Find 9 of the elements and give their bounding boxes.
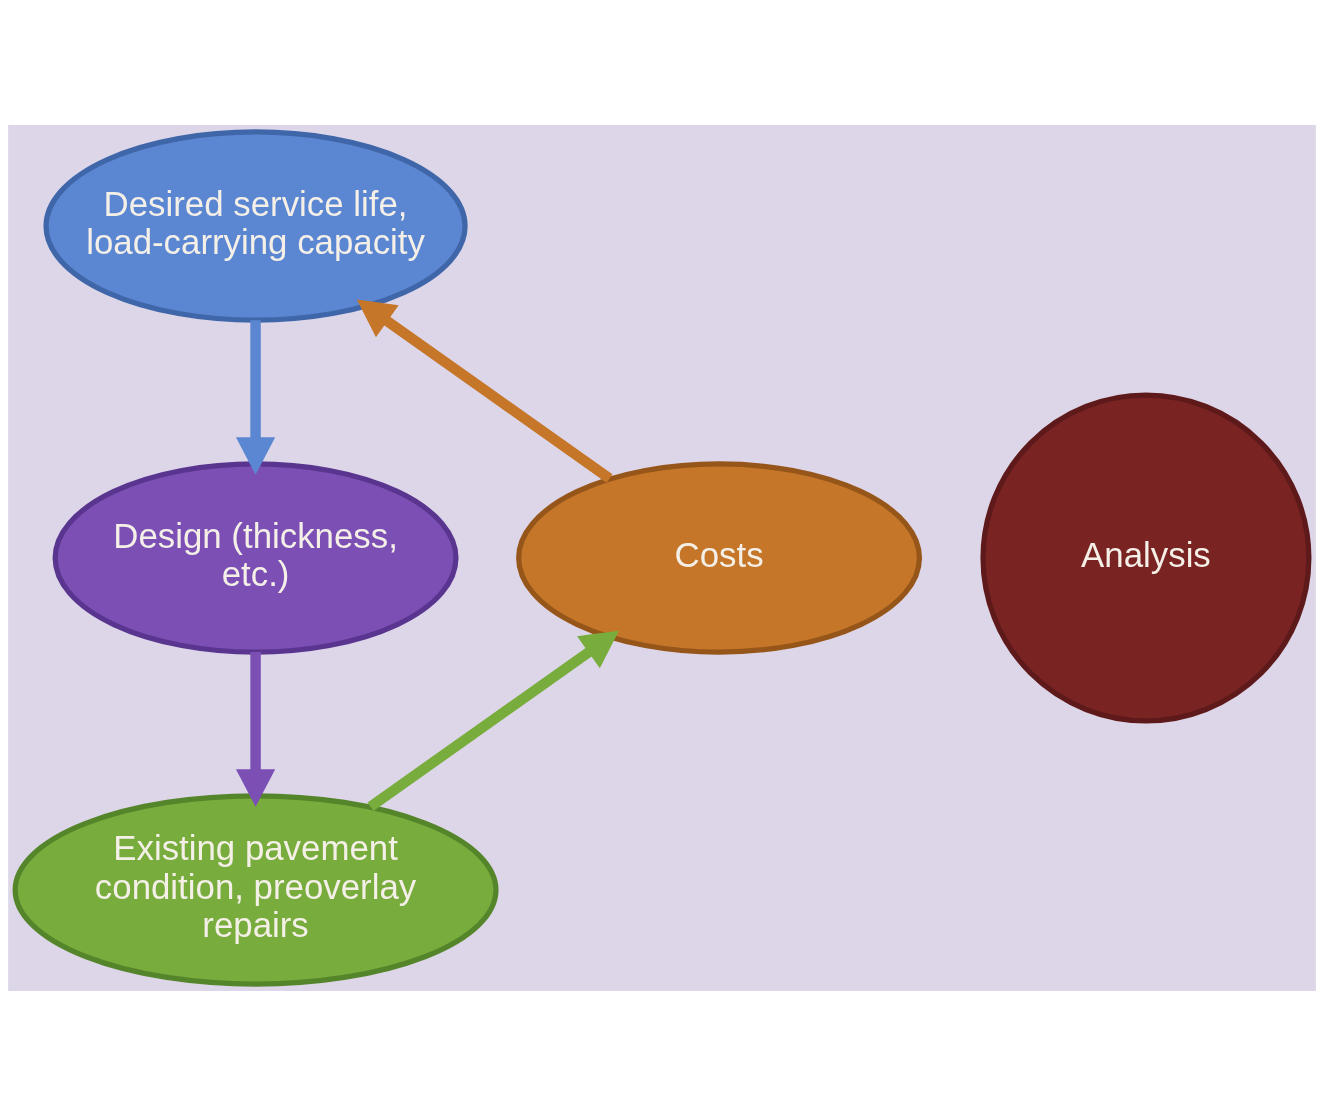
node-ellipse: Desired service life, load-carrying capacity (43, 129, 468, 323)
arrow (356, 299, 613, 483)
arrow (235, 320, 276, 475)
arrow (367, 630, 619, 811)
arrow (235, 652, 276, 807)
node-circle: Analysis (980, 392, 1312, 724)
node-ellipse: Design (thickness, etc.) (52, 461, 459, 655)
node-ellipse: Existing pavement condition, preoverlay repairs (12, 793, 499, 987)
node-ellipse: Costs (516, 461, 923, 655)
